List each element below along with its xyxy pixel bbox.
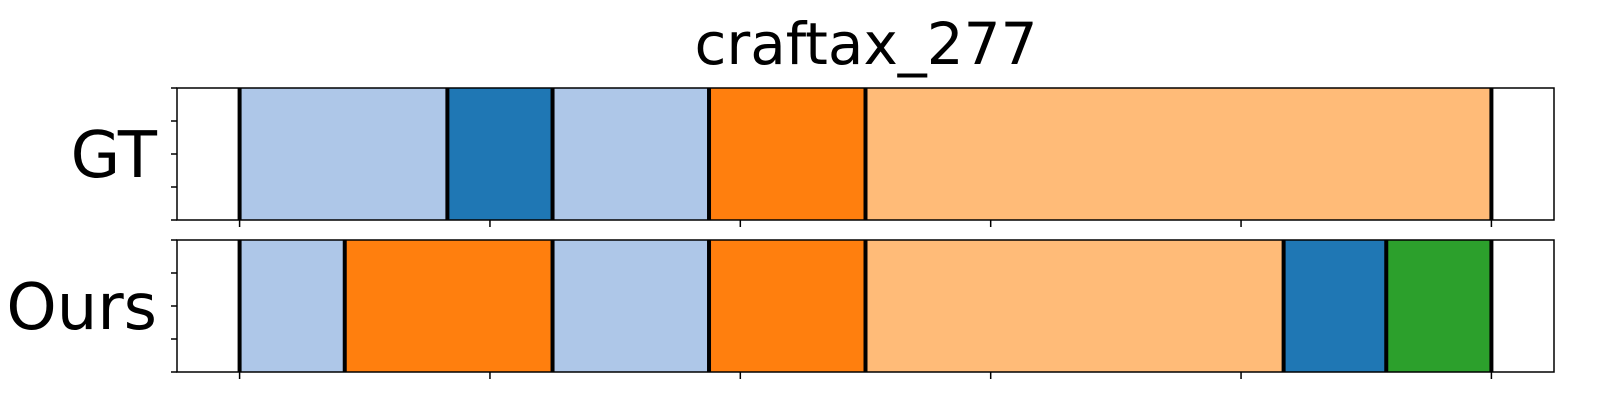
row-label-1: Ours: [6, 271, 157, 345]
row-1: Ours: [6, 239, 1555, 379]
segment-1-6: [1386, 240, 1492, 372]
segment-1-2: [552, 240, 710, 372]
segment-1-3: [709, 240, 866, 372]
segment-1-4: [865, 240, 1284, 372]
segment-0-2: [552, 88, 710, 220]
segment-0-0: [239, 88, 448, 220]
segment-1-0: [239, 240, 345, 372]
row-label-0: GT: [71, 119, 158, 193]
rows-layer: GT Ours: [6, 87, 1555, 379]
chart-title: craftax_277: [695, 10, 1038, 78]
segment-1-1: [344, 240, 553, 372]
row-0: GT: [71, 87, 1555, 227]
segment-0-1: [447, 88, 553, 220]
segment-0-4: [865, 88, 1492, 220]
segment-1-5: [1283, 240, 1387, 372]
segment-0-3: [709, 88, 866, 220]
